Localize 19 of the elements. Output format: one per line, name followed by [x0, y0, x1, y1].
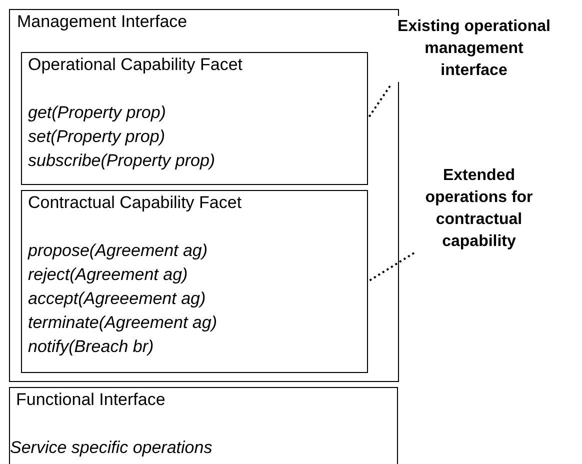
- leader-line: [367, 252, 415, 282]
- operation-text: notify(Breach br): [28, 336, 155, 358]
- operation-text: set(Property prop): [28, 126, 166, 148]
- interface-box: [9, 9, 399, 382]
- operation-text: Service specific operations: [10, 437, 214, 459]
- operation-text: propose(Agreement ag): [28, 240, 209, 262]
- operation-text: reject(Agreement ag): [28, 264, 189, 286]
- facet-box: [21, 52, 368, 185]
- box-title: Contractual Capability Facet: [28, 192, 243, 214]
- interface-box: [9, 387, 398, 464]
- facet-box: [21, 190, 368, 373]
- operation-text: get(Property prop): [28, 102, 167, 124]
- box-title: Functional Interface: [16, 389, 166, 411]
- operation-text: subscribe(Property prop): [28, 150, 216, 172]
- box-title: Management Interface: [17, 11, 188, 33]
- leader-line: [367, 85, 391, 120]
- box-title: Operational Capability Facet: [28, 54, 244, 76]
- operation-text: accept(Agreeement ag): [28, 288, 207, 310]
- operation-text: terminate(Agreement ag): [28, 312, 218, 334]
